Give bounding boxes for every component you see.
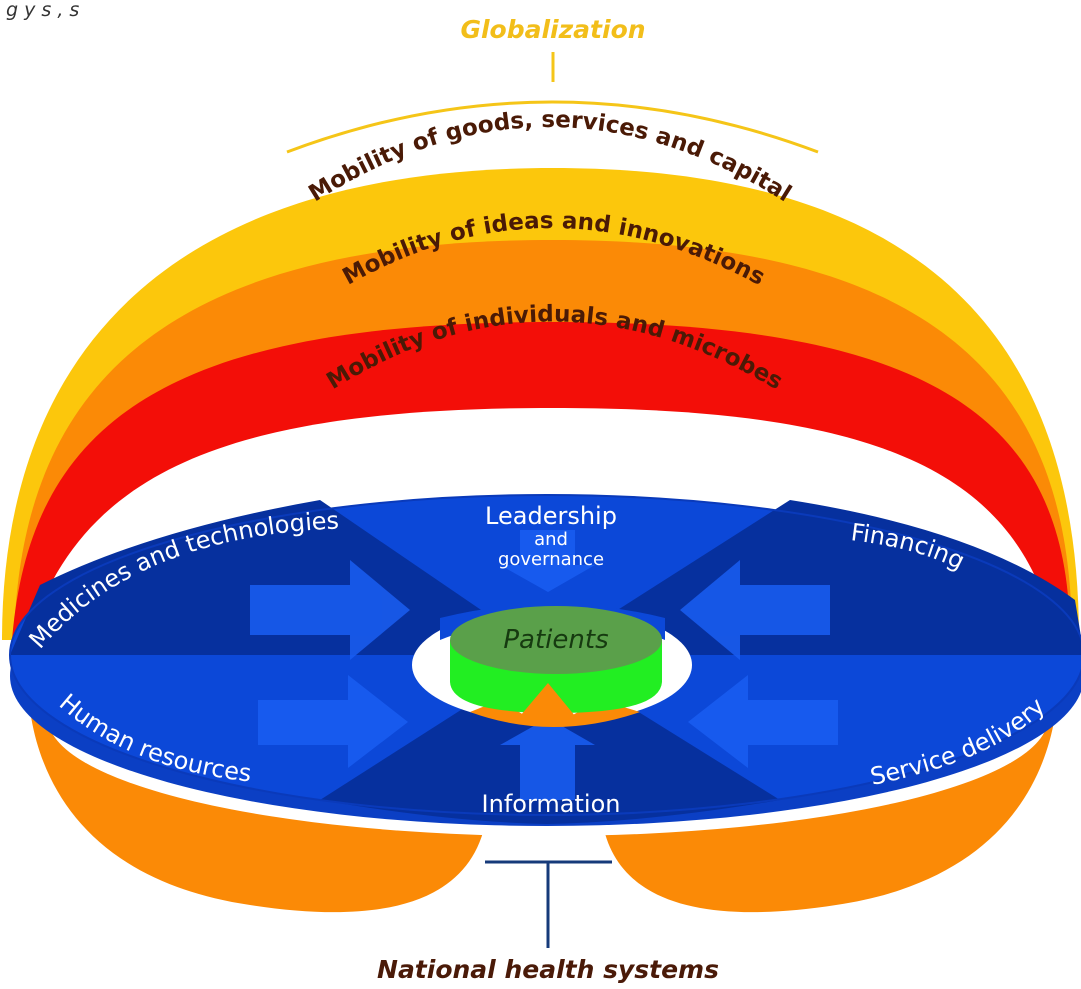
- disc-outline: [9, 494, 1081, 816]
- arrow-from-information: [500, 718, 595, 800]
- arrow-from-leadership: [500, 530, 595, 592]
- sector-medicines-technologies: [10, 500, 547, 655]
- arrow-from-human-resources: [258, 675, 408, 768]
- label-leadership: Leadership: [485, 502, 617, 530]
- arrow-from-medicines: [250, 560, 410, 660]
- arrow-from-service-delivery: [688, 675, 838, 768]
- patients-front-wedge: [515, 683, 580, 722]
- label-information: Information: [482, 790, 621, 818]
- label-leadership-and: and: [534, 529, 568, 550]
- label-governance: governance: [498, 549, 604, 570]
- national-health-systems-title: National health systems: [377, 955, 719, 984]
- cropped-caption-fragment: g y s , s: [6, 0, 79, 21]
- sector-financing: [547, 500, 1081, 655]
- patients-cylinder-top: [450, 606, 662, 674]
- inward-arrows: [250, 530, 838, 800]
- globalization-title: Globalization: [460, 15, 645, 44]
- arrow-from-financing: [680, 560, 830, 660]
- patients-label: Patients: [503, 625, 608, 655]
- globalization-bracket-arc: [286, 100, 819, 154]
